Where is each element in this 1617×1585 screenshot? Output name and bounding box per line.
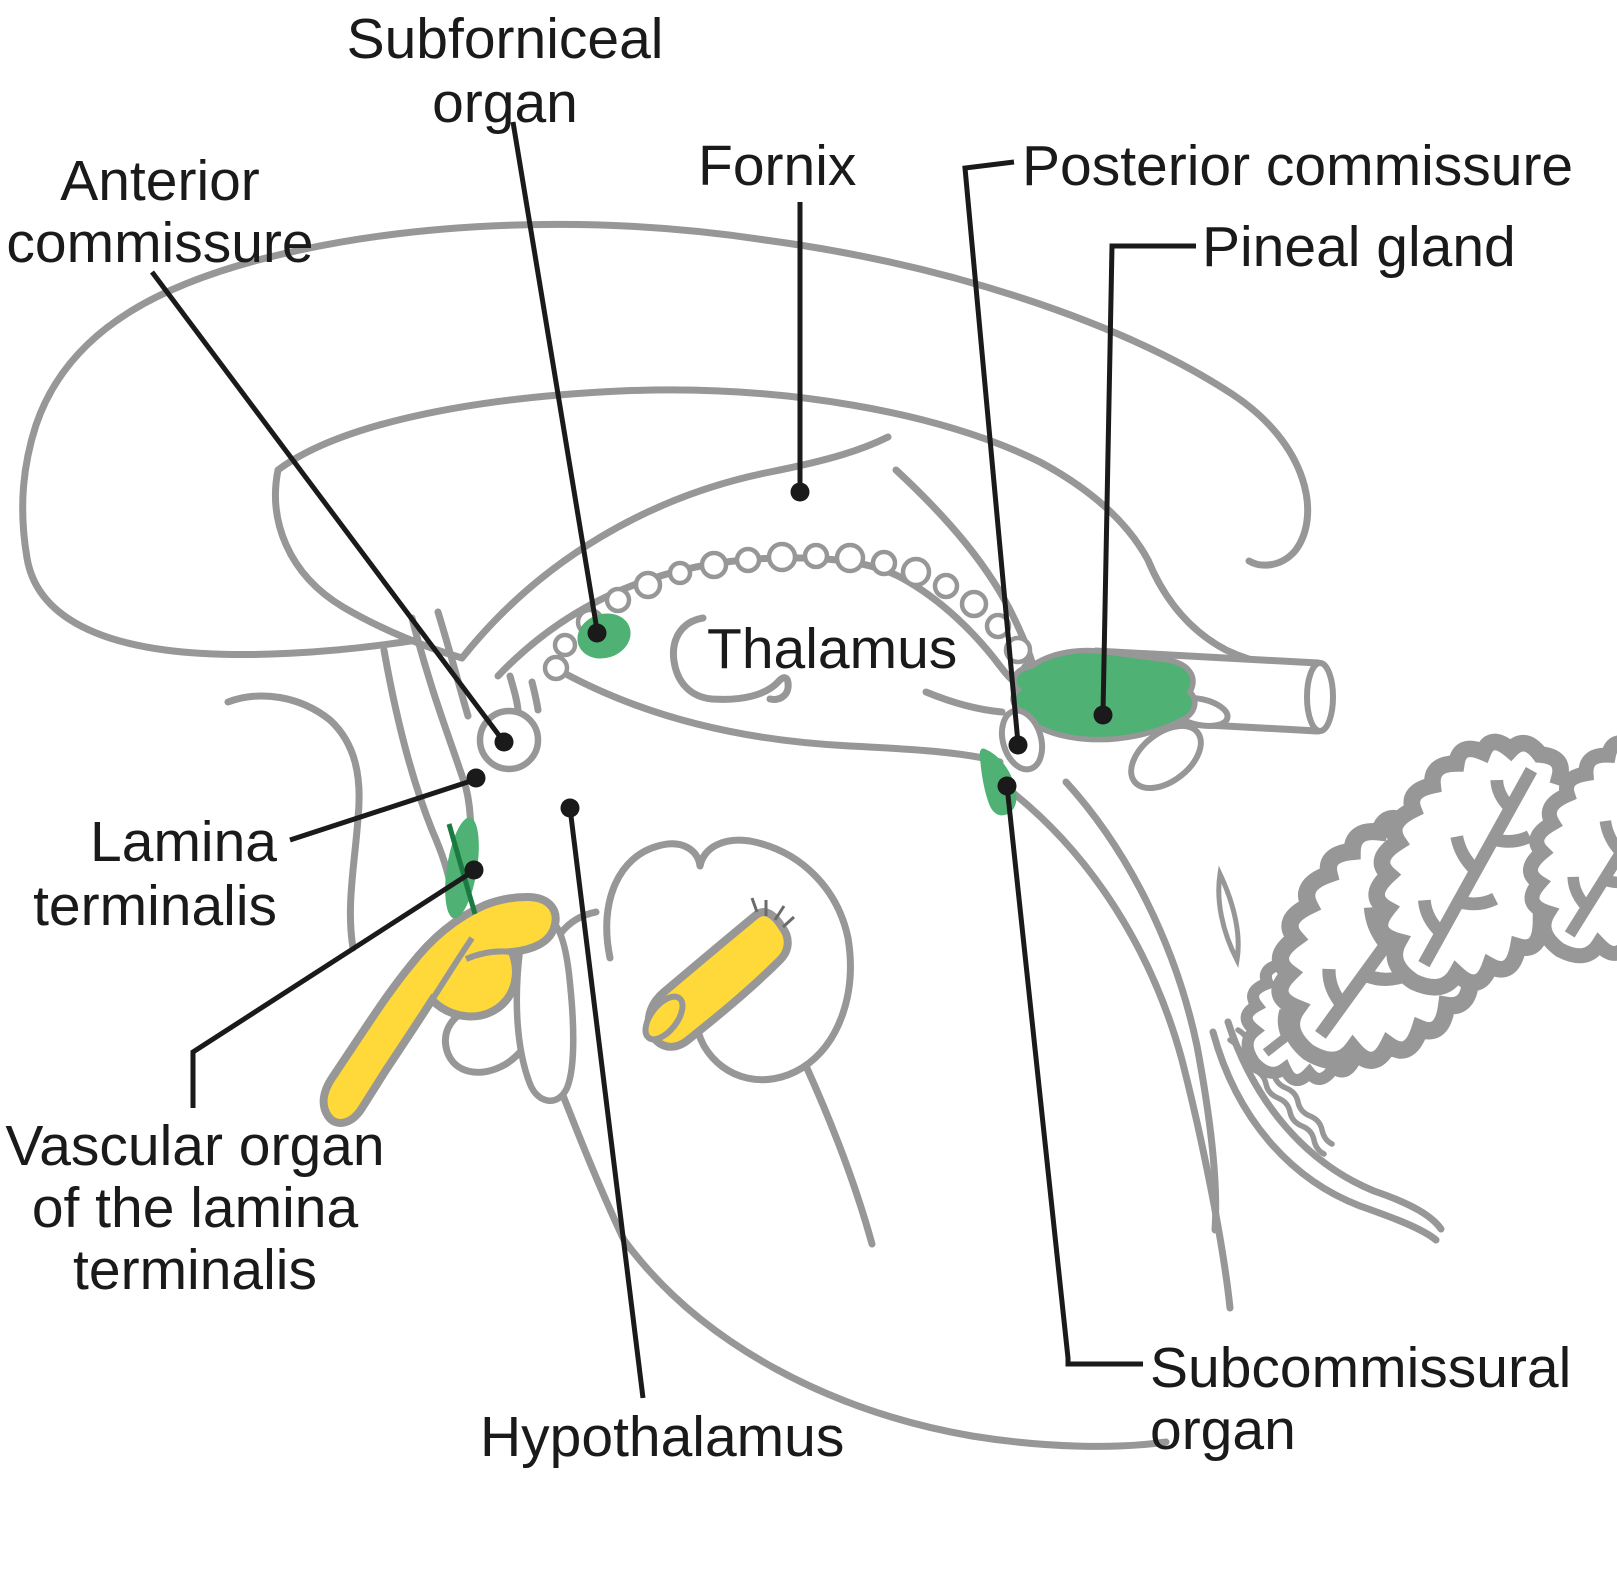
hypothalamic-sulcus [544,660,1004,766]
leader-dots [464,482,1113,880]
fornix-dot [790,482,810,502]
optic-tract-fray-lines [750,897,796,929]
label-subcommissural-organ-line1: Subcommissural [1150,1336,1571,1400]
posterior-commissure-leader [962,159,1021,744]
label-posterior-commissure: Posterior commissure [1022,134,1573,198]
label-hypothalamus: Hypothalamus [480,1405,844,1469]
cerebellum [1213,704,1617,1115]
optic-chiasm-inner-lines [429,936,513,1002]
label-lamina-terminalis-line2: terminalis [33,874,277,938]
corpus-callosum-top [272,386,1322,671]
pons-curve [524,1002,1170,1450]
midbrain-mass [603,836,854,1084]
label-vascular-organ-line3: terminalis [73,1238,317,1302]
label-subforniceal-organ-line2: organ [432,71,578,135]
thalamus-hook [669,614,792,703]
corpus-callosum-bottom [458,433,892,662]
label-anterior-commissure-line1: Anterior [60,149,260,213]
leader-lines [149,121,1196,1399]
label-vascular-organ-line2: of the lamina [32,1176,359,1240]
label-subcommissural-organ-line2: organ [1150,1398,1296,1462]
pineal-leader [1100,243,1196,714]
lamina-terminalis-dark-line [446,823,478,915]
septal-line-2 [380,646,456,900]
label-pineal-gland: Pineal gland [1202,215,1516,279]
label-thalamus: Thalamus [707,617,957,681]
anterior-commissure-dot [494,732,514,752]
cerebellar-lower-edge-1 [1209,1028,1440,1244]
vermis-squiggle-2 [1227,1037,1327,1157]
fornix-column-lines [506,672,542,714]
cerebellar-lower-edge-2 [1224,1018,1445,1233]
hypothalamus-leader [567,807,646,1399]
pretectal-line [922,688,1006,716]
vascular-organ-dot [464,860,484,880]
tectum-edge [1062,778,1220,1234]
lamina-terminalis-leader [289,777,475,843]
labels: Subforniceal organ Anterior commissure F… [5,7,1573,1469]
hypothalamus-dot [560,798,580,818]
pineal-dot [1093,705,1113,725]
label-fornix: Fornix [698,134,856,198]
subcommissural-dot [997,776,1017,796]
optic-tract-cut-end [642,993,686,1043]
lamina-terminalis-dot [466,768,486,788]
optic-structures [319,892,796,1127]
label-anterior-commissure-line2: commissure [6,211,313,275]
superior-colliculus [1128,722,1204,792]
subcommissural-leader [1004,785,1143,1367]
label-lamina-terminalis-line1: Lamina [90,810,277,874]
vein-tube-opening [1304,660,1336,734]
septal-line-1 [434,608,472,720]
midbrain-tail [802,1062,876,1248]
anterior-commissure-leader [149,270,507,744]
subforniceal-dot [587,623,607,643]
subcallosal-pouch [224,692,363,952]
aqueduct-lens [1216,865,1241,968]
label-vascular-organ-line1: Vascular organ [5,1114,384,1178]
subforniceal-leader [510,121,600,631]
vascular-organ-leader [190,869,474,1108]
label-subforniceal-organ-line1: Subforniceal [347,7,664,71]
cortex-outline [19,220,1312,659]
fornix-lower-edge [494,554,1038,695]
brainstem-back-edge [1008,788,1234,1312]
choroid-plexus-fringe [542,541,1045,685]
posterior-commissure-dot [1008,735,1028,755]
